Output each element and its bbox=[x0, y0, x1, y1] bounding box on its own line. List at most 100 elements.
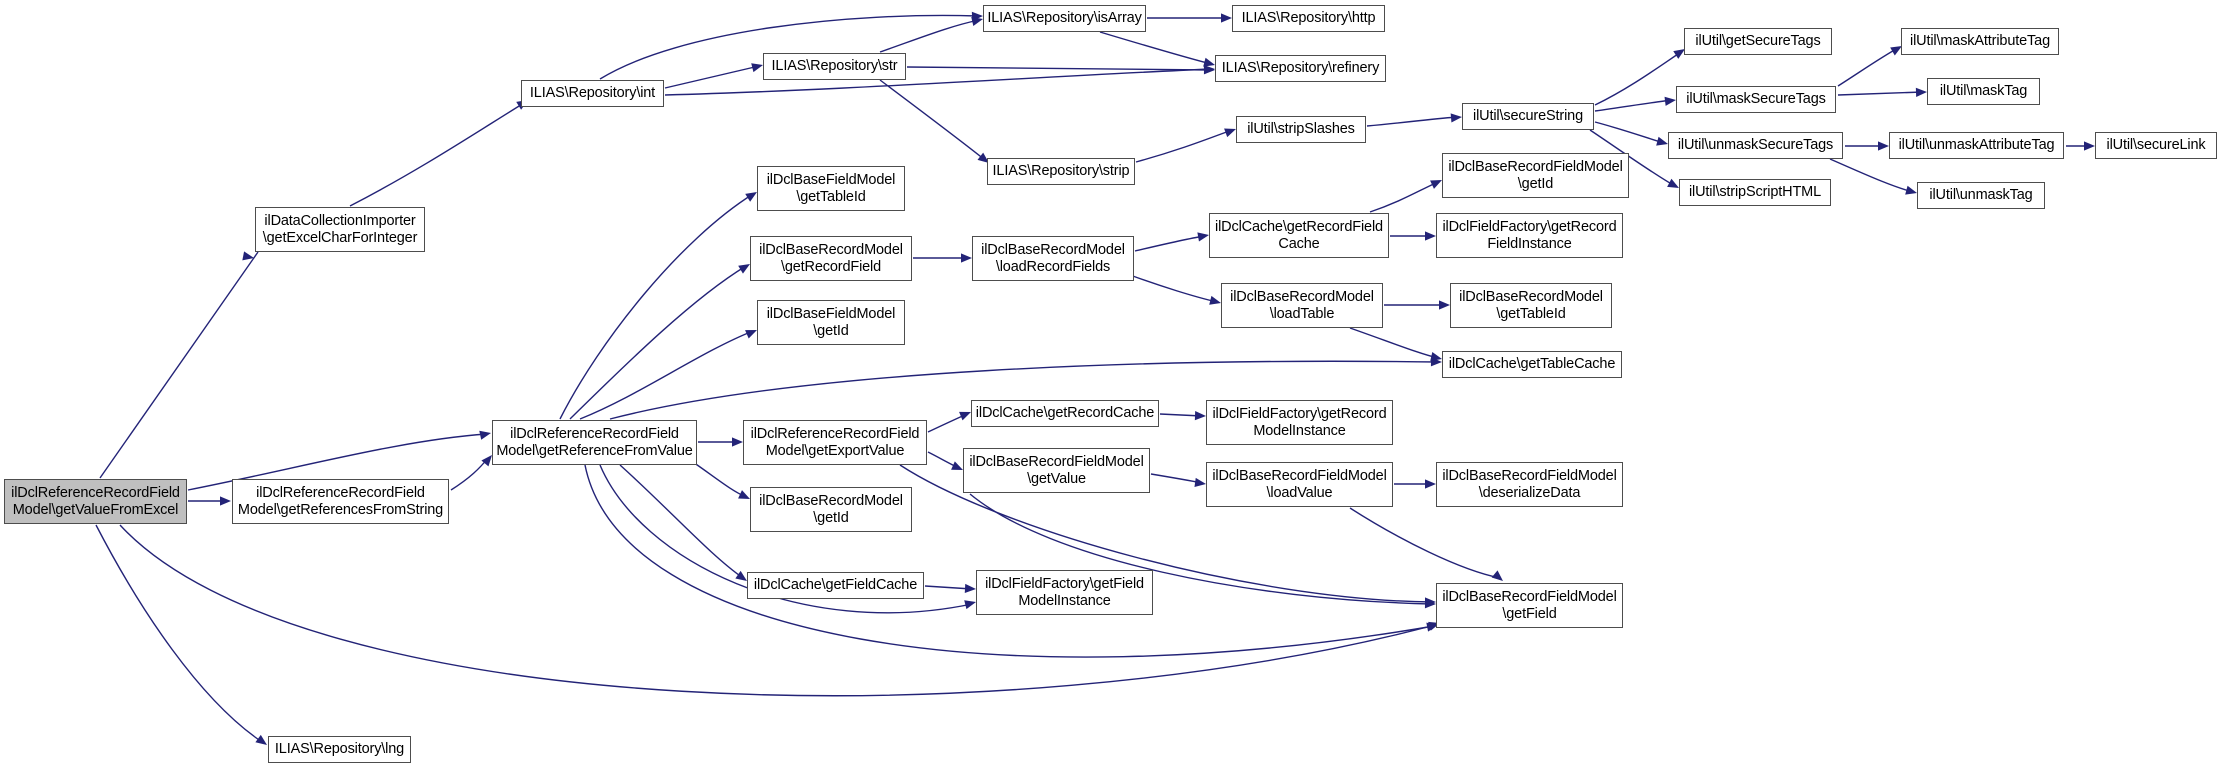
edge-getReferenceFromValue-bfm_getTableId bbox=[559, 193, 754, 420]
edge-secureString-maskSecureTags bbox=[1594, 99, 1673, 112]
graph-node-unmaskAttributeTag[interactable]: ilUtil\unmaskAttributeTag bbox=[1889, 132, 2064, 159]
graph-node-repo_lng[interactable]: ILIAS\Repository\lng bbox=[268, 736, 411, 763]
edge-getValueFromExcel-lng bbox=[95, 524, 263, 743]
graph-node-cache_getFieldCache[interactable]: ilDclCache\getFieldCache bbox=[747, 572, 924, 599]
graph-node-cache_getRecordFieldCache[interactable]: ilDclCache\getRecordField Cache bbox=[1209, 213, 1389, 258]
edge-str-refinery-arrowhead bbox=[1203, 65, 1215, 75]
edge-int-str bbox=[664, 65, 760, 89]
edge-stripSlashes-secureString-arrowhead bbox=[1450, 113, 1462, 123]
graph-node-getReferenceFromValue[interactable]: ilDclReferenceRecordField Model\getRefer… bbox=[492, 420, 697, 465]
edge-getExportValue-getRecordCache bbox=[927, 413, 968, 433]
graph-node-brfm_loadValue[interactable]: ilDclBaseRecordFieldModel \loadValue bbox=[1206, 462, 1393, 507]
graph-node-cache_getTableCache[interactable]: ilDclCache\getTableCache bbox=[1442, 351, 1622, 378]
graph-node-cache_getRecordCache[interactable]: ilDclCache\getRecordCache bbox=[971, 400, 1159, 427]
graph-node-brm_loadTable[interactable]: ilDclBaseRecordModel \loadTable bbox=[1221, 283, 1383, 328]
graph-node-secureLink[interactable]: ilUtil\secureLink bbox=[2095, 132, 2217, 159]
edge-getReferenceFromValue-getFieldCache bbox=[619, 464, 744, 579]
graph-node-secureString[interactable]: ilUtil\secureString bbox=[1462, 103, 1594, 130]
graph-node-getValueFromExcel[interactable]: ilDclReferenceRecordField Model\getValue… bbox=[4, 479, 187, 524]
graph-node-brm_getRecordField[interactable]: ilDclBaseRecordModel \getRecordField bbox=[750, 236, 912, 281]
edge-loadRecordFields-getRecordFieldCache-arrowhead bbox=[1197, 232, 1209, 242]
edge-getRecordFieldCache-brfm_getId bbox=[1369, 181, 1439, 213]
graph-node-stripScriptHTML[interactable]: ilUtil\stripScriptHTML bbox=[1679, 179, 1831, 206]
edge-getValueFromExcel-getExcelCharForInteger-arrowhead bbox=[242, 251, 254, 261]
edge-maskSecureTags-maskAttributeTag bbox=[1837, 47, 1899, 87]
edge-secureString-getSecureTags bbox=[1594, 51, 1682, 106]
edge-maskSecureTags-maskTag bbox=[1837, 91, 1924, 96]
edge-getFieldCache-ff_getFieldModelInstance bbox=[924, 585, 973, 590]
graph-node-repo_http[interactable]: ILIAS\Repository\http bbox=[1232, 5, 1385, 32]
edge-getExportValue-getValue bbox=[927, 451, 960, 469]
graph-node-ff_getRecordFieldInstance[interactable]: ilDclFieldFactory\getRecord FieldInstanc… bbox=[1436, 213, 1623, 258]
graph-node-getExcelCharForInteger[interactable]: ilDataCollectionImporter \getExcelCharFo… bbox=[255, 207, 425, 252]
edge-loadTable-getTableCache bbox=[1349, 327, 1439, 359]
graph-node-ff_getFieldModelInstance[interactable]: ilDclFieldFactory\getField ModelInstance bbox=[976, 570, 1153, 615]
edge-getRecordCache-ff_getRecordModelInstance-arrowhead bbox=[1194, 411, 1206, 421]
edge-int-refinery bbox=[664, 68, 1212, 96]
graph-node-brm_getTableId[interactable]: ilDclBaseRecordModel \getTableId bbox=[1450, 283, 1612, 328]
edge-getRecordFieldCache-ff_getRecordFieldInstance-arrowhead bbox=[1425, 231, 1436, 241]
edge-getReferencesFromString-getReferenceFromValue bbox=[450, 457, 489, 491]
graph-node-repo_strip[interactable]: ILIAS\Repository\strip bbox=[987, 158, 1135, 185]
edge-isArray-refinery bbox=[1099, 31, 1212, 65]
edge-getValueFromExcel-getReferencesFromString-arrowhead bbox=[220, 496, 231, 506]
graph-node-repo_int[interactable]: ILIAS\Repository\int bbox=[521, 80, 664, 107]
graph-node-repo_refinery[interactable]: ILIAS\Repository\refinery bbox=[1215, 55, 1386, 82]
edge-unmaskSecureTags-unmaskTag bbox=[1829, 158, 1914, 193]
graph-node-getExportValue[interactable]: ilDclReferenceRecordField Model\getExpor… bbox=[743, 420, 927, 465]
edge-loadTable-brm_getTableId-arrowhead bbox=[1439, 300, 1450, 310]
graph-node-ff_getRecordModelInstance[interactable]: ilDclFieldFactory\getRecord ModelInstanc… bbox=[1206, 400, 1393, 445]
edge-secureString-unmaskSecureTags bbox=[1594, 121, 1665, 144]
edge-loadRecordFields-loadTable bbox=[1129, 274, 1218, 303]
edge-getExportValue-brfm_getField-arrowhead bbox=[1425, 597, 1436, 607]
graph-node-getReferencesFromString[interactable]: ilDclReferenceRecordField Model\getRefer… bbox=[232, 479, 449, 524]
graph-node-bfm_getId[interactable]: ilDclBaseFieldModel \getId bbox=[757, 300, 905, 345]
graph-node-brm_loadRecordFields[interactable]: ilDclBaseRecordModel \loadRecordFields bbox=[972, 236, 1134, 281]
edge-stripSlashes-secureString bbox=[1366, 116, 1459, 127]
edge-str-isArray bbox=[879, 19, 980, 53]
graph-node-repo_str[interactable]: ILIAS\Repository\str bbox=[763, 53, 906, 80]
graph-node-getSecureTags[interactable]: ilUtil\getSecureTags bbox=[1684, 28, 1832, 55]
graph-node-unmaskTag[interactable]: ilUtil\unmaskTag bbox=[1917, 182, 2045, 209]
graph-node-repo_isArray[interactable]: ILIAS\Repository\isArray bbox=[983, 5, 1146, 32]
edge-unmaskAttributeTag-secureLink-arrowhead bbox=[2084, 141, 2095, 151]
graph-node-unmaskSecureTags[interactable]: ilUtil\unmaskSecureTags bbox=[1668, 132, 1843, 159]
edge-getValue-brfm_getField-arrowhead bbox=[1424, 599, 1436, 609]
graph-node-brm_getId[interactable]: ilDclBaseRecordModel \getId bbox=[750, 487, 912, 532]
edge-int-isArray-arrowhead bbox=[971, 11, 983, 21]
edge-getExcelCharForInteger-int bbox=[349, 102, 525, 207]
graph-node-maskAttributeTag[interactable]: ilUtil\maskAttributeTag bbox=[1901, 28, 2059, 55]
graph-node-bfm_getTableId[interactable]: ilDclBaseFieldModel \getTableId bbox=[757, 166, 905, 211]
edge-str-strip bbox=[879, 79, 986, 161]
edge-getValue-loadValue bbox=[1150, 473, 1203, 484]
graph-node-brfm_deserializeData[interactable]: ilDclBaseRecordFieldModel \deserializeDa… bbox=[1436, 462, 1623, 507]
edge-loadValue-brfm_getField bbox=[1349, 507, 1501, 579]
edge-getValueFromExcel-getReferenceFromValue-arrowhead bbox=[479, 430, 491, 440]
graph-node-brfm_getId[interactable]: ilDclBaseRecordFieldModel \getId bbox=[1442, 153, 1629, 198]
graph-node-stripSlashes[interactable]: ilUtil\stripSlashes bbox=[1236, 116, 1366, 143]
edge-getValueFromExcel-getExcelCharForInteger bbox=[99, 251, 259, 479]
edge-unmaskSecureTags-unmaskAttributeTag-arrowhead bbox=[1878, 141, 1889, 151]
graph-node-brfm_getField[interactable]: ilDclBaseRecordFieldModel \getField bbox=[1436, 583, 1623, 628]
edge-strip-stripSlashes bbox=[1135, 129, 1233, 163]
graph-node-brfm_getValue[interactable]: ilDclBaseRecordFieldModel \getValue bbox=[963, 448, 1150, 493]
edge-isArray-http-arrowhead bbox=[1221, 13, 1232, 23]
graph-node-maskTag[interactable]: ilUtil\maskTag bbox=[1927, 78, 2040, 105]
edge-getReferenceFromValue-bfm_getId bbox=[579, 330, 754, 420]
edge-getValueFromExcel-getField bbox=[119, 524, 1436, 697]
edge-maskSecureTags-maskTag-arrowhead bbox=[1915, 87, 1927, 97]
graph-node-maskSecureTags[interactable]: ilUtil\maskSecureTags bbox=[1676, 86, 1836, 113]
edge-getRecordCache-ff_getRecordModelInstance bbox=[1159, 413, 1203, 417]
edge-getValue-loadValue-arrowhead bbox=[1194, 477, 1206, 488]
edge-loadRecordFields-getRecordFieldCache bbox=[1134, 235, 1206, 252]
edge-getReferenceFromValue-brm_getRecordField bbox=[569, 265, 747, 420]
edge-getReferenceFromValue-brm_getId bbox=[689, 459, 747, 498]
edge-brm_getRecordField-loadRecordFields-arrowhead bbox=[961, 253, 972, 263]
edge-getReferenceFromValue-getExportValue-arrowhead bbox=[732, 437, 743, 447]
edge-str-refinery bbox=[906, 66, 1212, 71]
edge-getReferenceFromValue-getTableCache-arrowhead bbox=[1430, 357, 1442, 367]
edge-secureString-maskSecureTags-arrowhead bbox=[1664, 96, 1676, 106]
edge-getFieldCache-ff_getFieldModelInstance-arrowhead bbox=[964, 583, 976, 594]
